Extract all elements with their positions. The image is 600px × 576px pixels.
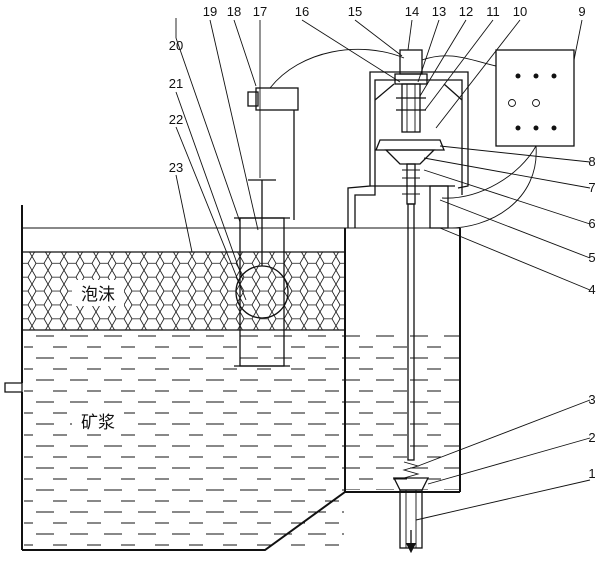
- part-label-2: 2: [588, 430, 595, 445]
- slurry-label: 矿浆: [81, 413, 115, 433]
- part-label-10: 10: [513, 4, 527, 19]
- part-label-9: 9: [578, 4, 585, 19]
- part-label-14: 14: [405, 4, 419, 19]
- part-label-4: 4: [588, 282, 595, 297]
- part-label-21: 21: [169, 76, 183, 91]
- part-number-labels: 1 2 3 4 5 6 7 8 9 10 11 12 13 14 15 16 1…: [169, 4, 596, 481]
- foam-layer: 泡沫: [22, 251, 345, 331]
- part-label-5: 5: [588, 250, 595, 265]
- part-label-20: 20: [169, 38, 183, 53]
- foam-label: 泡沫: [81, 285, 115, 305]
- part-label-3: 3: [588, 392, 595, 407]
- part-label-7: 7: [588, 180, 595, 195]
- part-label-11: 11: [486, 4, 500, 19]
- leader-lines: [175, 18, 591, 521]
- part-label-15: 15: [348, 4, 362, 19]
- part-label-18: 18: [227, 4, 241, 19]
- drive-column: [375, 49, 445, 554]
- part-label-8: 8: [588, 154, 595, 169]
- control-box: [421, 49, 575, 229]
- part-label-6: 6: [588, 216, 595, 231]
- part-label-22: 22: [169, 112, 183, 127]
- part-label-16: 16: [295, 4, 309, 19]
- part-label-13: 13: [432, 4, 446, 19]
- slurry-layer: 矿浆: [24, 334, 460, 548]
- part-label-1: 1: [588, 466, 595, 481]
- part-label-19: 19: [203, 4, 217, 19]
- float-assembly: [234, 179, 290, 367]
- support-frame: [347, 71, 469, 229]
- part-label-23: 23: [169, 160, 183, 175]
- level-sensor: [247, 48, 405, 220]
- part-label-17: 17: [253, 4, 267, 19]
- part-label-12: 12: [459, 4, 473, 19]
